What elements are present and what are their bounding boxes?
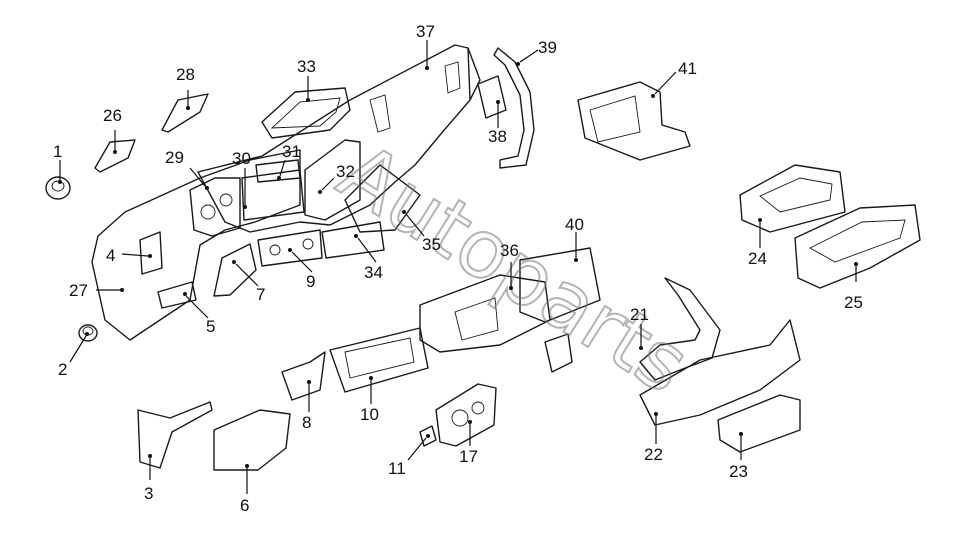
part-23-box (717, 394, 801, 453)
part-21-frame (639, 277, 721, 381)
callout-26: 26 (103, 106, 122, 125)
callout-numbers: 1 2 3 4 5 6 7 8 9 10 11 17 21 22 23 24 2… (53, 22, 863, 515)
callout-6: 6 (240, 496, 249, 515)
part-38-vent (477, 75, 507, 119)
callout-1: 1 (53, 142, 62, 161)
callout-5: 5 (206, 317, 215, 336)
callout-40: 40 (565, 215, 584, 234)
callout-33: 33 (297, 57, 316, 76)
part-22-support (639, 319, 801, 426)
callout-31: 31 (282, 142, 301, 161)
callout-10: 10 (360, 405, 379, 424)
part-40-panel (519, 247, 601, 323)
part-17-gauge (435, 383, 497, 447)
part-33-tray (261, 87, 351, 139)
callout-9: 9 (306, 272, 315, 291)
callout-21: 21 (630, 305, 649, 324)
part-30-radio (241, 169, 305, 221)
leader-lines (59, 40, 857, 494)
part-41-bracket (577, 81, 691, 161)
callout-4: 4 (106, 246, 115, 265)
callout-23: 23 (729, 462, 748, 481)
callout-41: 41 (678, 59, 697, 78)
callout-36: 36 (500, 241, 519, 260)
callout-35: 35 (422, 235, 441, 254)
part-1-knob (45, 176, 71, 200)
callout-34: 34 (364, 263, 383, 282)
callout-28: 28 (176, 65, 195, 84)
part-25-tray (794, 204, 921, 289)
callout-30: 30 (232, 149, 251, 168)
part-34-controls (321, 221, 385, 259)
part-vent-near-21 (544, 333, 573, 373)
callout-24: 24 (748, 249, 767, 268)
callout-2: 2 (58, 360, 67, 379)
callout-7: 7 (256, 285, 265, 304)
part-outlines (45, 44, 921, 471)
part-28-panel (161, 93, 209, 133)
callout-32: 32 (336, 162, 355, 181)
callout-8: 8 (302, 413, 311, 432)
part-6-cover (213, 409, 291, 471)
part-7-switch-panel (213, 243, 257, 297)
part-dashboard-top (197, 44, 471, 233)
part-26-panel (94, 139, 136, 173)
part-5-switch-panel (157, 281, 197, 309)
part-27-dashboard-lower-left (91, 149, 301, 341)
part-4-vent (139, 231, 163, 275)
part-39-duct-pipe (493, 47, 535, 169)
part-35-panel (344, 164, 421, 233)
callout-29: 29 (165, 148, 184, 167)
callout-39: 39 (538, 38, 557, 57)
part-9-heater-controls (257, 229, 323, 267)
callout-38: 38 (488, 127, 507, 146)
leader-dots (58, 62, 858, 468)
callout-3: 3 (144, 484, 153, 503)
part-32-vents (304, 139, 361, 221)
part-3-bracket (137, 401, 213, 469)
part-8-bracket (281, 351, 326, 401)
part-29-cluster (189, 177, 241, 237)
callout-17: 17 (459, 447, 478, 466)
part-24-glovebox (739, 164, 846, 233)
callout-11: 11 (388, 459, 406, 478)
callout-25: 25 (844, 293, 863, 312)
callout-37: 37 (416, 22, 435, 41)
callout-22: 22 (644, 445, 663, 464)
callout-27: 27 (69, 281, 88, 300)
part-10-gauge-cluster (329, 327, 429, 393)
part-37-top-panel (467, 47, 481, 101)
